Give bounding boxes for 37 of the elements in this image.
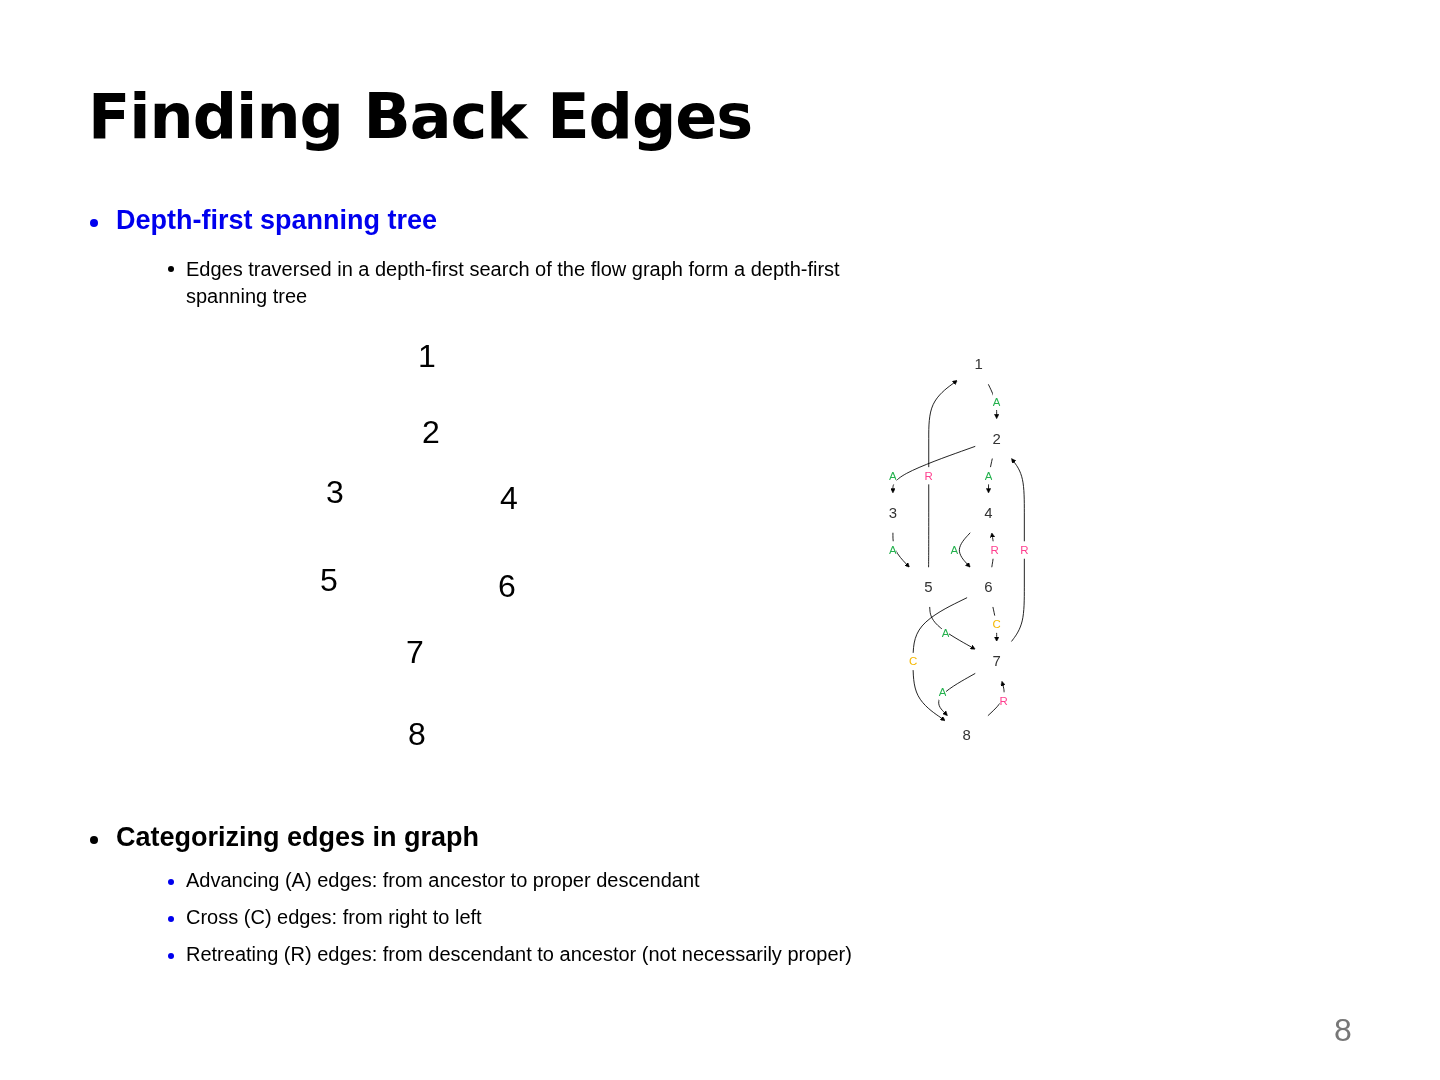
edge-label: A [938,685,947,699]
node-text: 6 [984,578,993,596]
node-text: 1 [974,355,983,373]
node-text: 4 [984,503,993,522]
node-text: 2 [992,429,1001,448]
bullet-text: Retreating (R) edges: from descendant to ancestor (not necessarily proper) [186,943,852,966]
number-text: 5 [320,562,338,599]
edge-label: A [889,469,897,483]
number-text: 7 [406,634,424,671]
bullet-text: Advancing (A) edges: from ancestor to proper descendant [186,869,700,892]
node-text: 8 [962,726,971,744]
number-text: 8 [408,716,426,753]
slide-title: Finding Back Edges [88,80,753,153]
edge-label: A [950,543,959,557]
edge-label: R [924,469,933,483]
number-text: 3 [326,474,344,511]
edge-label: A [992,395,1001,408]
number-text: 1 [418,338,436,375]
edge-label: A [941,626,950,639]
node-text: 5 [924,578,933,596]
number-text: 2 [422,414,440,451]
heading-text: Depth-first spanning tree [116,205,438,236]
heading-text: Categorizing edges in graph [116,822,480,853]
edge-label: R [990,543,999,557]
edge-label: C [908,655,918,668]
number-text: 4 [500,480,518,517]
bullet-text: Cross (C) edges: from right to left [186,906,482,929]
edge-label: C [992,617,1001,631]
node-text: 3 [888,503,898,522]
number-text: 6 [498,568,516,605]
page-number: 8 [1334,1012,1352,1049]
bullet-text: Edges traversed in a depth-first search of the flow graph form a depth-first spanning tree [186,257,841,309]
edge-label: A [984,469,993,483]
edge-label: R [999,694,1008,708]
node-text: 7 [992,652,1001,670]
edge-label: A [889,543,897,557]
edge-label: R [1020,543,1029,557]
